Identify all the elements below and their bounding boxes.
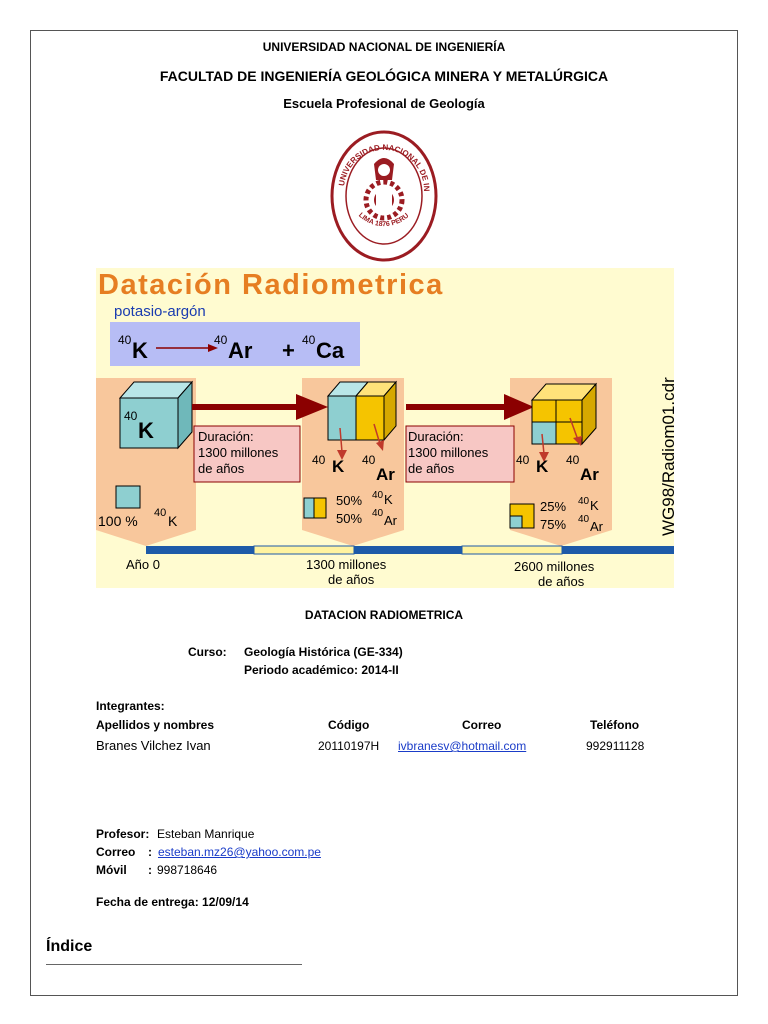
figure-subtitle: potasio-argón — [114, 303, 206, 320]
course-label: Curso: — [188, 645, 227, 659]
svg-text:de años: de años — [538, 574, 585, 588]
document-title: DATACION RADIOMETRICA — [304, 608, 464, 622]
professor-mobile: 998718646 — [157, 863, 218, 877]
svg-text:40: 40 — [154, 507, 166, 519]
svg-text:K: K — [536, 457, 549, 476]
svg-text:1300 millones: 1300 millones — [198, 445, 279, 460]
faculty-name: FACULTAD DE INGENIERÍA GEOLÓGICA MINERA … — [159, 68, 609, 84]
side-label: WG98/Radiom01.cdr — [659, 377, 674, 536]
svg-text:K: K — [590, 498, 599, 513]
duration-box-1: Duración: 1300 millones de años — [193, 425, 301, 483]
svg-text:de años: de años — [198, 461, 245, 476]
col-header-phone: Teléfono — [590, 718, 640, 732]
mobile-colon: : — [148, 863, 152, 877]
svg-text:Ca: Ca — [316, 338, 345, 363]
svg-text:de años: de años — [328, 572, 375, 587]
timeline-label-2: 2600 millones — [514, 559, 595, 574]
professor-label: Profesor: — [96, 827, 150, 841]
svg-text:40: 40 — [516, 453, 530, 467]
timeline-label-0: Año 0 — [126, 557, 160, 572]
member-email-link[interactable]: ivbranesv@hotmail.com — [398, 739, 527, 753]
svg-text:K: K — [384, 492, 393, 507]
svg-text:K: K — [138, 418, 154, 443]
index-heading: Índice — [46, 938, 93, 955]
svg-text:40: 40 — [302, 333, 316, 347]
percent-25-75: 25% 40 K 75% 40 Ar — [509, 496, 604, 534]
svg-text:40: 40 — [566, 453, 580, 467]
svg-text:40: 40 — [578, 496, 590, 507]
svg-text:50%: 50% — [336, 511, 362, 526]
decay-arrow-1 — [192, 404, 300, 410]
percent-50-50: 50% 40 K 50% 40 Ar — [303, 490, 398, 528]
member-name: Branes Vilchez Ivan — [96, 738, 211, 753]
figure-title: Datación Radiometrica — [98, 269, 444, 301]
svg-text:K: K — [332, 457, 345, 476]
timeline — [146, 545, 674, 555]
mostly-decayed-cube — [530, 382, 598, 462]
svg-text:K: K — [132, 338, 148, 363]
potassium-cube: 40 K — [118, 380, 194, 450]
svg-text:Ar: Ar — [384, 513, 398, 528]
col-header-code: Código — [328, 718, 370, 732]
col-header-name: Apellidos y nombres — [96, 718, 215, 732]
university-seal-logo: UNIVERSIDAD NACIONAL DE INGENIERIA LIMA … — [330, 128, 438, 262]
equation-box — [110, 322, 360, 366]
svg-text:Ar: Ar — [580, 465, 599, 484]
professor-name: Esteban Manrique — [157, 827, 255, 841]
member-code: 20110197H — [318, 739, 380, 753]
mobile-label: Móvil — [96, 863, 127, 877]
university-name: UNIVERSIDAD NACIONAL DE INGENIERÍA — [262, 40, 506, 54]
svg-text:40: 40 — [372, 490, 384, 501]
svg-text:Ar: Ar — [376, 465, 395, 484]
decay-arrow-2 — [406, 404, 508, 410]
members-heading: Integrantes: — [96, 699, 165, 713]
svg-text:40: 40 — [214, 333, 228, 347]
academic-period: Periodo académico: 2014-II — [244, 663, 399, 677]
svg-text:40: 40 — [372, 508, 384, 519]
email-label: Correo — [96, 845, 136, 859]
svg-text:1300 millones: 1300 millones — [408, 445, 489, 460]
percent-100-k: 100 % 40 K — [98, 485, 178, 529]
col-header-email: Correo — [462, 718, 502, 732]
radiometric-dating-figure: Datación Radiometrica potasio-argón 40 K… — [96, 268, 674, 588]
svg-text:40: 40 — [362, 453, 376, 467]
member-phone: 992911128 — [586, 739, 645, 753]
svg-text:K: K — [168, 513, 178, 529]
professor-email-link[interactable]: esteban.mz26@yahoo.com.pe — [158, 845, 321, 859]
svg-text:Ar: Ar — [228, 338, 253, 363]
timeline-label-1: 1300 millones — [306, 557, 387, 572]
svg-text:75%: 75% — [540, 517, 566, 532]
svg-text:40: 40 — [312, 453, 326, 467]
page-border — [30, 30, 738, 996]
svg-text:40: 40 — [118, 333, 132, 347]
duration-box-2: Duración: 1300 millones de años — [405, 425, 515, 483]
svg-text:Ar: Ar — [590, 519, 604, 534]
school-name: Escuela Profesional de Geología — [283, 96, 485, 111]
svg-text:Duración:: Duración: — [198, 429, 254, 444]
svg-text:50%: 50% — [336, 493, 362, 508]
svg-text:de años: de años — [408, 461, 455, 476]
svg-text:Duración:: Duración: — [408, 429, 464, 444]
email-colon: : — [148, 845, 152, 859]
svg-text:100 %: 100 % — [98, 513, 138, 529]
index-underline — [46, 964, 302, 965]
svg-text:+: + — [282, 338, 295, 363]
delivery-date: Fecha de entrega: 12/09/14 — [96, 895, 249, 909]
half-decayed-cube — [326, 380, 398, 460]
svg-text:40: 40 — [578, 514, 590, 525]
course-name: Geología Histórica (GE-334) — [244, 645, 403, 659]
svg-text:40: 40 — [124, 409, 138, 423]
svg-text:25%: 25% — [540, 499, 566, 514]
